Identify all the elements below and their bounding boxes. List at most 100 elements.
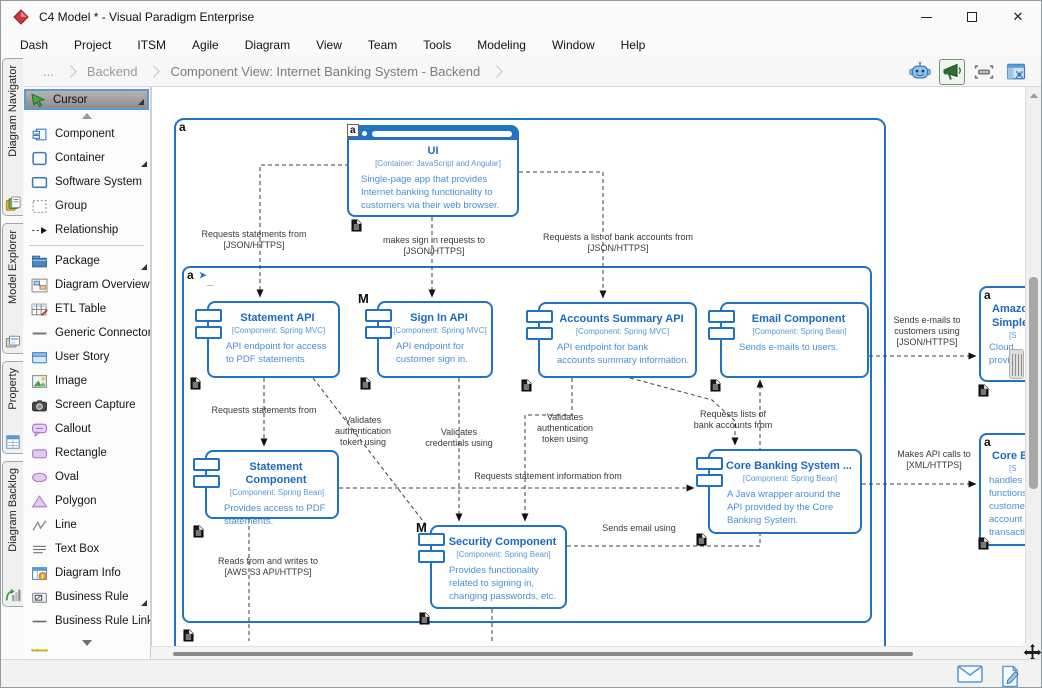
menu-tools[interactable]: Tools <box>423 37 452 52</box>
relationship-edge[interactable] <box>312 377 427 526</box>
sidebar-tab-diagram-backlog[interactable]: Diagram Backlog <box>2 461 23 607</box>
relationship-edge[interactable] <box>567 379 764 547</box>
palette-scroll-up[interactable] <box>23 110 150 122</box>
statement-api-node[interactable]: Statement API[Component: Spring MVC]API … <box>195 301 340 378</box>
palette-item-user-story[interactable]: User Story <box>23 345 150 369</box>
palette-item-software-system[interactable]: Software System <box>23 170 150 194</box>
palette-item-business-rule-link[interactable]: Business Rule Link <box>23 609 150 633</box>
breadcrumb-item-backend[interactable]: Backend <box>86 63 138 79</box>
documentation-indicator-icon[interactable] <box>193 525 204 543</box>
mail-icon[interactable] <box>957 665 983 683</box>
palette-item-cursor[interactable]: Cursor <box>24 89 149 110</box>
palette-item-component[interactable]: Component <box>23 122 150 146</box>
palette-item-package[interactable]: Package <box>23 249 150 273</box>
palette-item-relationship[interactable]: Relationship <box>23 218 150 242</box>
close-button[interactable]: ✕ <box>1012 9 1024 24</box>
menu-team[interactable]: Team <box>367 37 398 52</box>
documentation-indicator-icon[interactable] <box>419 612 430 630</box>
documentation-indicator-icon[interactable] <box>521 379 532 397</box>
component-port-icon <box>365 309 392 322</box>
palette-item-oval[interactable]: Oval <box>23 465 150 489</box>
documentation-indicator-icon[interactable] <box>710 379 721 397</box>
breadcrumb-item-component-view-internet-banking-system-backend[interactable]: Component View: Internet Banking System … <box>170 63 481 79</box>
palette-item-container[interactable]: Container <box>23 146 150 170</box>
relationship-label: Reads from and writes to[AWS S3 API/HTTP… <box>218 556 318 577</box>
palette-item-line[interactable]: Line <box>23 513 150 537</box>
menu-window[interactable]: Window <box>551 37 595 52</box>
documentation-indicator-icon[interactable] <box>183 629 194 646</box>
menu-project[interactable]: Project <box>74 37 112 52</box>
palette-item-text-box[interactable]: Text Box <box>23 537 150 561</box>
vertical-scrollbar[interactable] <box>1025 87 1041 646</box>
palette-item-label: Container <box>55 152 105 164</box>
palette-item-diagram-overview[interactable]: Diagram Overview <box>23 273 150 297</box>
sidebar-tab-model-explorer[interactable]: Model Explorer <box>2 223 23 354</box>
palette-item-generic-connector[interactable]: Generic Connector <box>23 321 150 345</box>
megaphone-icon[interactable] <box>939 58 965 85</box>
relationship-edge[interactable] <box>629 377 739 446</box>
accounts-summary-api-node[interactable]: Accounts Summary API[Component: Spring M… <box>526 302 697 378</box>
breadcrumb-item-ellipsis[interactable]: ... <box>43 63 54 79</box>
palette-item-label: Package <box>55 255 100 267</box>
menu-help[interactable]: Help <box>620 37 646 52</box>
documentation-indicator-icon[interactable] <box>978 537 989 555</box>
security-component-node[interactable]: Security Component[Component: Spring Bea… <box>418 525 567 609</box>
panel-grip-handle[interactable] <box>1009 349 1024 379</box>
palette-item-business-rule[interactable]: Business Rule <box>23 585 150 609</box>
node-title: Amazo <box>992 303 1025 315</box>
sidebar-tab-property[interactable]: Property <box>2 361 23 454</box>
menu-dash[interactable]: Dash <box>20 37 49 52</box>
menu-view[interactable]: View <box>316 37 342 52</box>
backend-container[interactable]: a ➤ _ <box>182 266 872 623</box>
outer-group-boundary[interactable]: a <box>174 118 886 646</box>
maximize-button[interactable] <box>949 1 995 33</box>
menu-itsm[interactable]: ITSM <box>137 37 167 52</box>
documentation-indicator-icon[interactable] <box>351 219 362 237</box>
expand-corner-icon <box>141 264 147 270</box>
documentation-indicator-icon[interactable] <box>978 384 989 402</box>
vertical-scrollbar-thumb[interactable] <box>1029 277 1038 489</box>
panel-layout-icon[interactable] <box>1003 59 1029 85</box>
horizontal-scrollbar-thumb[interactable] <box>173 652 913 656</box>
palette-scroll-down[interactable] <box>23 637 150 649</box>
sidebar-tab-diagram-navigator[interactable]: Diagram Navigator <box>2 58 23 216</box>
menu-agile[interactable]: Agile <box>192 37 219 52</box>
palette-item-rectangle[interactable]: Rectangle <box>23 441 150 465</box>
palette-item-polygon[interactable]: Polygon <box>23 489 150 513</box>
horizontal-scrollbar[interactable] <box>151 646 1025 659</box>
relationship-edge[interactable] <box>256 164 349 298</box>
documentation-indicator-icon[interactable] <box>190 377 201 395</box>
sign-in-api-node[interactable]: Sign In API[Component: Spring MVC]API en… <box>365 301 493 378</box>
node-stereotype: [Component: Spring Bean] <box>456 550 551 559</box>
image-icon <box>31 373 48 390</box>
email-component-node[interactable]: Email Component[Component: Spring Bean]S… <box>708 302 869 378</box>
palette-item-image[interactable]: Image <box>23 369 150 393</box>
minimize-button[interactable] <box>903 1 949 33</box>
relationship-edge[interactable] <box>519 171 607 299</box>
component-port-icon <box>193 458 220 471</box>
palette-item-callout[interactable]: Callout <box>23 417 150 441</box>
palette-item-etl-table[interactable]: ETL Table <box>23 297 150 321</box>
relationship-label: Requests statements from[JSON/HTTPS] <box>201 229 306 250</box>
relationship-edge[interactable] <box>521 378 573 522</box>
ai-robot-icon[interactable] <box>907 59 933 85</box>
edit-note-icon[interactable] <box>1000 665 1021 687</box>
statement-component-node[interactable]: Statement Component[Component: Spring Be… <box>193 450 339 527</box>
documentation-indicator-icon[interactable] <box>360 377 371 395</box>
scroll-up-arrow[interactable] <box>1026 89 1041 101</box>
node-stereotype: [Component: Spring MVC] <box>575 327 670 336</box>
menu-diagram[interactable]: Diagram <box>244 37 291 52</box>
menu-modeling[interactable]: Modeling <box>477 37 526 52</box>
documentation-indicator-icon[interactable] <box>696 533 707 551</box>
core-banking-system-node[interactable]: Core Banking System ...[Component: Sprin… <box>696 449 862 534</box>
palette-item-group[interactable]: Group <box>23 194 150 218</box>
palette-item-screen-capture[interactable]: Screen Capture <box>23 393 150 417</box>
node-stereotype: [Component: Spring Bean] <box>229 488 325 497</box>
storyboard-icon[interactable] <box>971 59 997 85</box>
